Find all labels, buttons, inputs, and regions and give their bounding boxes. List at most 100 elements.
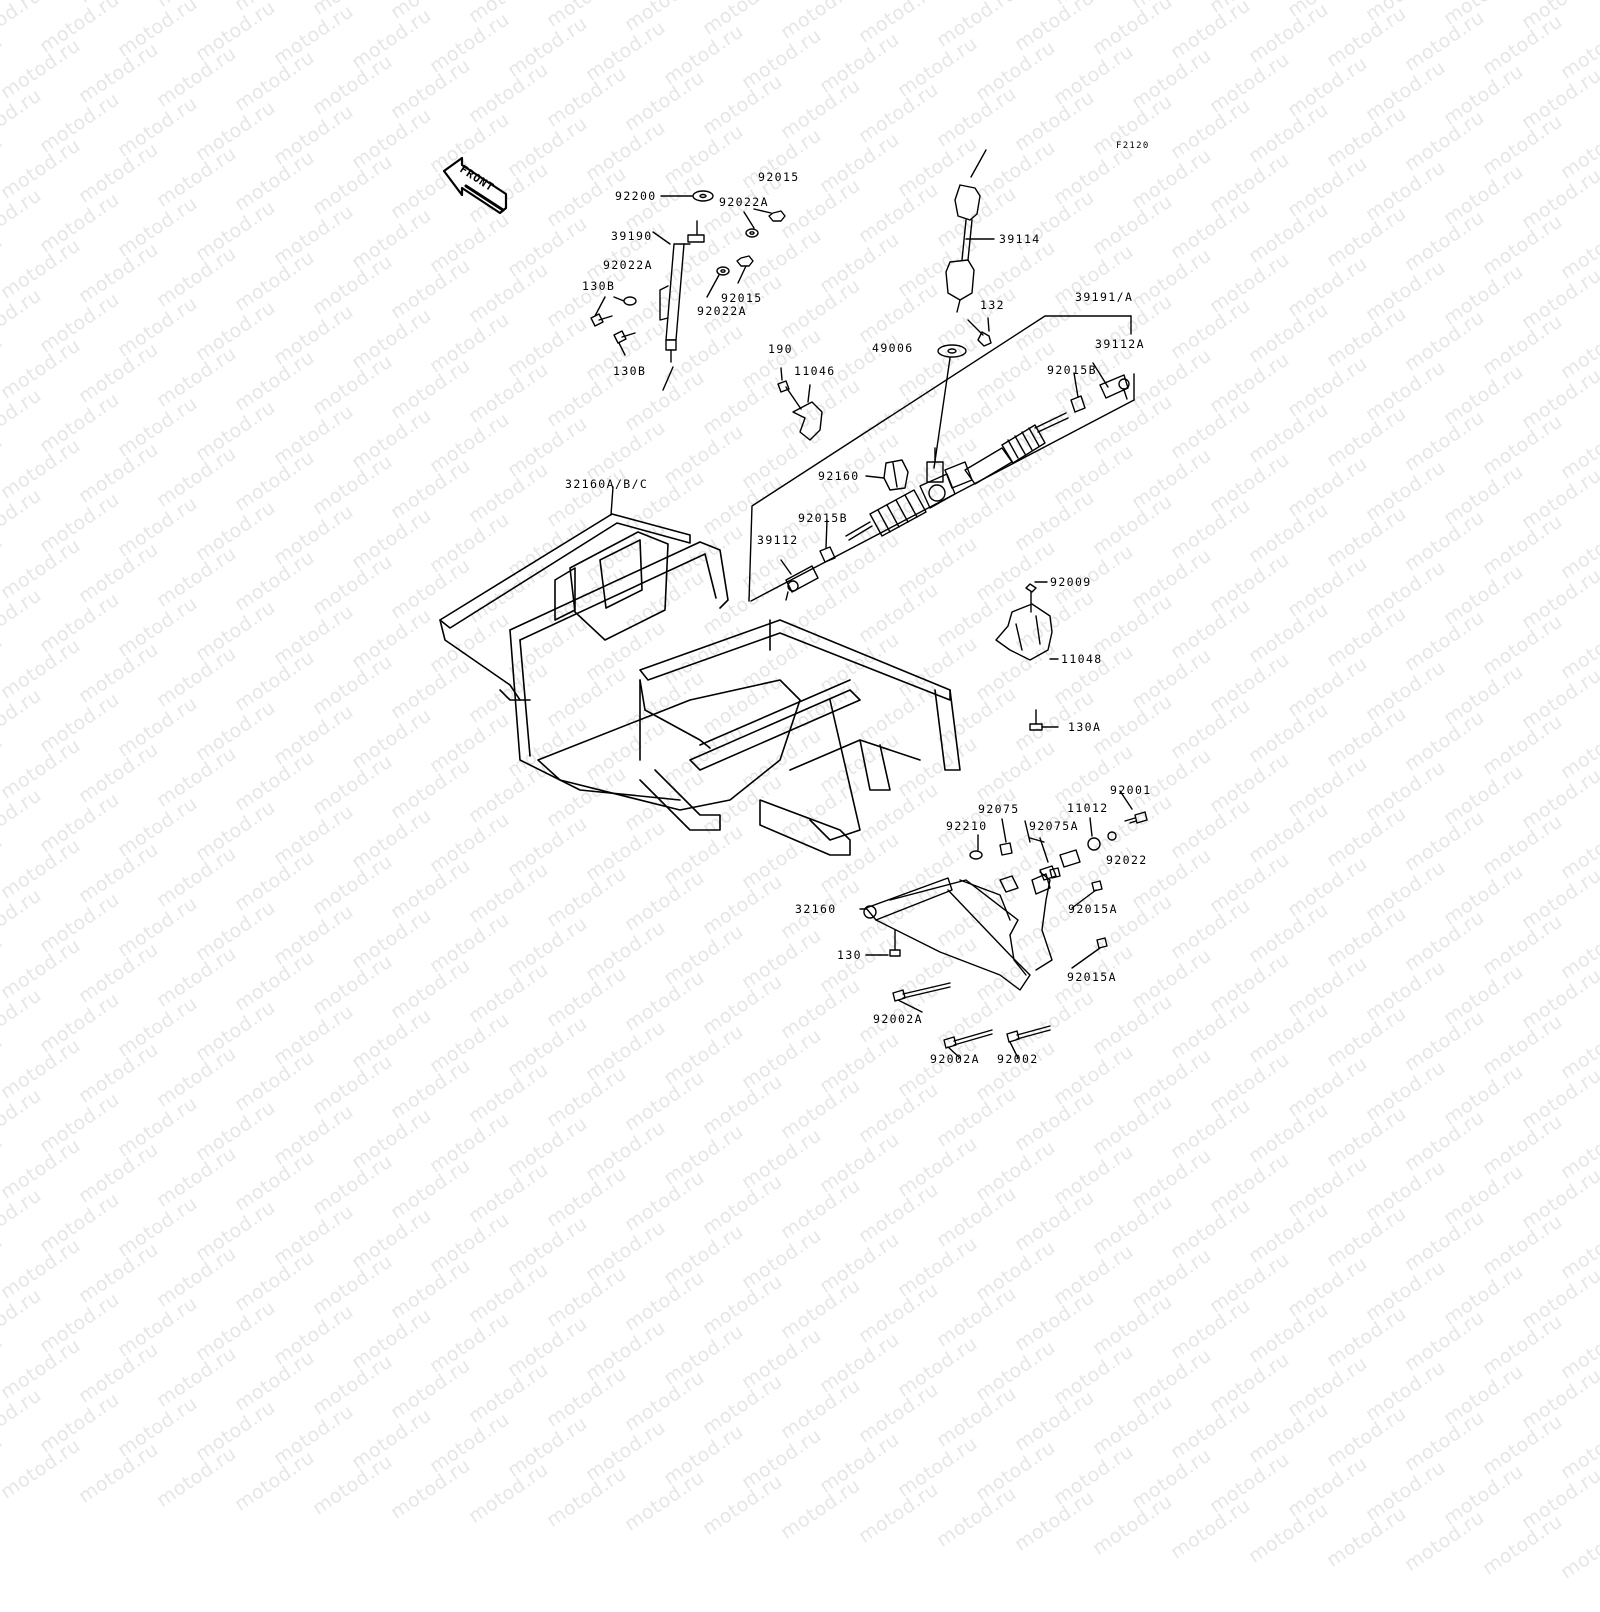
part-label-92210[interactable]: 92210 bbox=[946, 819, 988, 833]
watermark-text: motod.ru bbox=[152, 1242, 241, 1312]
part-label-92022a[interactable]: 92022A bbox=[719, 195, 769, 209]
watermark-text: motod.ru bbox=[269, 1400, 358, 1470]
part-label-92015b[interactable]: 92015B bbox=[1047, 363, 1097, 377]
watermark-text: motod.ru bbox=[737, 1224, 826, 1294]
part-label-92160[interactable]: 92160 bbox=[818, 469, 860, 483]
watermark-text: motod.ru bbox=[1283, 1352, 1372, 1422]
steering-column-shape bbox=[659, 220, 705, 391]
watermark-text: motod.ru bbox=[1517, 1364, 1600, 1434]
part-label-92002a[interactable]: 92002A bbox=[873, 1012, 923, 1026]
part-label-92022a[interactable]: 92022A bbox=[697, 304, 747, 318]
watermark-text: motod.ru bbox=[1478, 1310, 1567, 1380]
watermark-text: motod.ru bbox=[347, 1404, 436, 1474]
part-label-92075a[interactable]: 92075A bbox=[1029, 819, 1079, 833]
watermark-text: motod.ru bbox=[35, 1388, 124, 1458]
part-label-130[interactable]: 130 bbox=[837, 948, 862, 962]
watermark-text: motod.ru bbox=[425, 1208, 514, 1278]
watermark-text: motod.ru bbox=[0, 1384, 46, 1454]
part-label-32160abc[interactable]: 32160A/B/C bbox=[565, 477, 649, 491]
watermark-text: motod.ru bbox=[1322, 1202, 1411, 1272]
watermark-text: motod.ru bbox=[893, 1432, 982, 1502]
watermark-text: motod.ru bbox=[893, 1232, 982, 1302]
watermark-text: motod.ru bbox=[0, 1334, 85, 1404]
watermark-text: motod.ru bbox=[503, 1412, 592, 1482]
part-label-132[interactable]: 132 bbox=[980, 298, 1005, 312]
watermark-text: motod.ru bbox=[308, 1250, 397, 1320]
part-label-39190[interactable]: 39190 bbox=[611, 229, 653, 243]
watermark-text: motod.ru bbox=[620, 1466, 709, 1536]
watermark-text: motod.ru bbox=[1088, 1390, 1177, 1460]
part-label-92022[interactable]: 92022 bbox=[1106, 853, 1148, 867]
part-label-92015a[interactable]: 92015A bbox=[1068, 902, 1118, 916]
watermark-text: motod.ru bbox=[1595, 1468, 1600, 1538]
long-bolts-shape bbox=[892, 811, 1148, 1049]
watermark-text: motod.ru bbox=[815, 1228, 904, 1298]
part-label-49006[interactable]: 49006 bbox=[872, 341, 914, 355]
watermark-text: motod.ru bbox=[776, 1474, 865, 1544]
watermark-text: motod.ru bbox=[1478, 1210, 1567, 1280]
watermark-text: motod.ru bbox=[542, 1462, 631, 1532]
watermark-text: motod.ru bbox=[971, 1436, 1060, 1506]
watermark-text: motod.ru bbox=[1517, 1264, 1600, 1334]
watermark-text: motod.ru bbox=[854, 1278, 943, 1348]
part-label-92001[interactable]: 92001 bbox=[1110, 783, 1152, 797]
watermark-text: motod.ru bbox=[698, 1470, 787, 1540]
part-label-130a[interactable]: 130A bbox=[1068, 720, 1102, 734]
watermark-text: motod.ru bbox=[1556, 1314, 1600, 1384]
watermark-text: motod.ru bbox=[347, 1304, 436, 1374]
part-label-11048[interactable]: 11048 bbox=[1061, 652, 1103, 666]
watermark-text: motod.ru bbox=[1166, 1494, 1255, 1564]
watermark-text: motod.ru bbox=[0, 1284, 46, 1354]
part-label-92022a[interactable]: 92022A bbox=[603, 258, 653, 272]
watermark-text: motod.ru bbox=[1439, 1460, 1528, 1530]
watermark-text: motod.ru bbox=[1010, 1386, 1099, 1456]
part-label-92009[interactable]: 92009 bbox=[1050, 575, 1092, 589]
watermark-text: motod.ru bbox=[1049, 1240, 1138, 1310]
part-label-92015[interactable]: 92015 bbox=[721, 291, 763, 305]
watermark-text: motod.ru bbox=[269, 1300, 358, 1370]
watermark-text: motod.ru bbox=[308, 1350, 397, 1420]
watermark-text: motod.ru bbox=[1205, 1348, 1294, 1418]
part-label-92015[interactable]: 92015 bbox=[758, 170, 800, 184]
watermark-text: motod.ru bbox=[620, 1266, 709, 1336]
part-label-39112a[interactable]: 39112A bbox=[1095, 337, 1145, 351]
watermark-text: motod.ru bbox=[1127, 1244, 1216, 1314]
part-label-11012[interactable]: 11012 bbox=[1067, 801, 1109, 815]
part-label-92200[interactable]: 92200 bbox=[615, 189, 657, 203]
watermark-text: motod.ru bbox=[659, 1420, 748, 1490]
part-label-92002a[interactable]: 92002A bbox=[930, 1052, 980, 1066]
watermark-text: motod.ru bbox=[1478, 1510, 1567, 1580]
part-label-32160[interactable]: 32160 bbox=[795, 902, 837, 916]
part-label-92015a[interactable]: 92015A bbox=[1067, 970, 1117, 984]
part-label-190[interactable]: 190 bbox=[768, 342, 793, 356]
watermark-text: motod.ru bbox=[1400, 1206, 1489, 1276]
watermark-text: motod.ru bbox=[1478, 1410, 1567, 1480]
watermark-text: motod.ru bbox=[191, 1196, 280, 1266]
intermediate-shaft-shape bbox=[945, 149, 987, 313]
watermark-text: motod.ru bbox=[776, 1374, 865, 1444]
watermark-text: motod.ru bbox=[347, 1204, 436, 1274]
watermark-text: motod.ru bbox=[0, 1234, 85, 1304]
watermark-text: motod.ru bbox=[815, 1328, 904, 1398]
part-label-39114[interactable]: 39114 bbox=[999, 232, 1041, 246]
front-arrow-icon bbox=[442, 156, 508, 215]
part-label-130b[interactable]: 130B bbox=[582, 279, 616, 293]
watermark-text: motod.ru bbox=[230, 1446, 319, 1516]
watermark-text: motod.ru bbox=[854, 1478, 943, 1548]
part-label-39191a[interactable]: 39191/A bbox=[1075, 290, 1134, 304]
part-label-130b[interactable]: 130B bbox=[613, 364, 647, 378]
watermark-text: motod.ru bbox=[854, 1378, 943, 1448]
part-label-92002[interactable]: 92002 bbox=[997, 1052, 1039, 1066]
watermark-text: motod.ru bbox=[542, 1262, 631, 1332]
part-label-92015b[interactable]: 92015B bbox=[798, 511, 848, 525]
watermark-text: motod.ru bbox=[0, 1434, 85, 1504]
part-label-92075[interactable]: 92075 bbox=[978, 802, 1020, 816]
watermark-text: motod.ru bbox=[74, 1338, 163, 1408]
watermark-text: motod.ru bbox=[425, 1308, 514, 1378]
part-label-39112[interactable]: 39112 bbox=[757, 533, 799, 547]
watermark-text: motod.ru bbox=[113, 1292, 202, 1362]
watermark-text: motod.ru bbox=[1439, 1260, 1528, 1330]
watermark-text: motod.ru bbox=[503, 1312, 592, 1382]
part-label-11046[interactable]: 11046 bbox=[794, 364, 836, 378]
main-frame-shape bbox=[439, 513, 961, 856]
